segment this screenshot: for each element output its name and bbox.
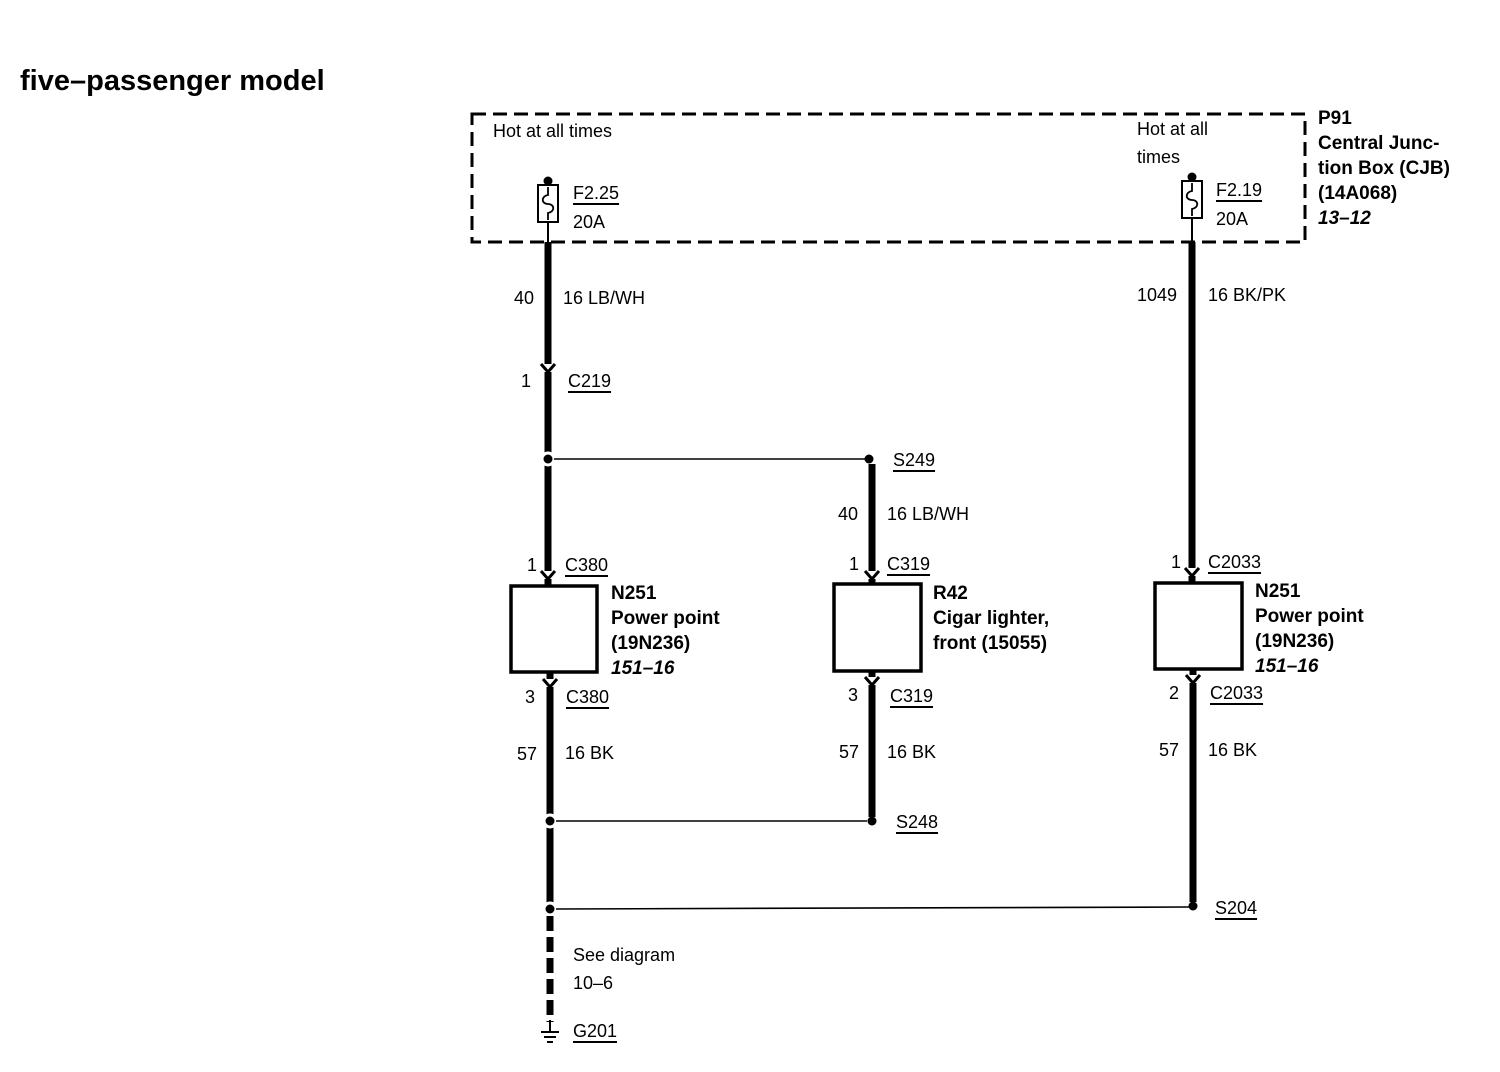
splice-s204-jumper — [555, 906, 1190, 910]
wire-left-feed-circuit: 40 — [514, 288, 535, 308]
component-id: N251 — [611, 583, 657, 604]
page-title: five–passenger model — [20, 65, 325, 97]
wire-right-feed-gauge-color: 16 BK/PK — [1208, 285, 1287, 305]
component-name-line1: Power point — [1255, 606, 1364, 627]
fuse-f2-25-label: F2.25 — [573, 183, 620, 203]
connector-c319-top-symbol — [863, 570, 881, 582]
connector-c319-top-pin: 1 — [849, 554, 860, 574]
hot-at-all-times-right-label-line1: Hot at all — [1137, 119, 1209, 139]
cigar-lighter-label: R42 Cigar lighter, front (15055) — [933, 581, 1049, 656]
fuse-f2-19-element-icon — [1185, 183, 1199, 216]
component-page-ref: 151–16 — [1255, 656, 1319, 677]
component-name-line2: (19N236) — [1255, 631, 1335, 652]
connector-c319-bottom-label: C319 — [890, 686, 934, 706]
splice-s248-label: S248 — [896, 812, 939, 832]
wire-left-feed-gauge-color: 16 LB/WH — [563, 288, 646, 308]
junction-box-name-line2: tion Box (CJB) — [1318, 158, 1450, 179]
cigar-lighter-box — [832, 582, 923, 673]
connector-c2033-top-label: C2033 — [1208, 552, 1262, 572]
connector-c319-bottom-pin: 3 — [848, 685, 859, 705]
ground-g201-label: G201 — [573, 1021, 618, 1041]
connector-c319-bottom-symbol — [863, 676, 881, 688]
connector-c2033-bottom-symbol — [1184, 674, 1202, 686]
junction-box-page-ref: 13–12 — [1318, 208, 1371, 229]
fuse-f2-25-terminal-dot — [543, 176, 553, 186]
connector-c2033-bottom-pin: 2 — [1169, 683, 1180, 703]
power-point-right-box — [1153, 581, 1244, 671]
splice-s249-dot-right — [864, 454, 874, 464]
connector-c219-pin: 1 — [521, 371, 532, 391]
fuse-f2-19-rating: 20A — [1216, 209, 1249, 229]
connector-c2033-bottom-label: C2033 — [1210, 683, 1264, 703]
connector-c380-top-pin: 1 — [527, 555, 538, 575]
power-point-left-box — [509, 584, 599, 674]
connector-c2033-top-pin: 1 — [1171, 552, 1182, 572]
see-diagram-note-line2: 10–6 — [573, 973, 614, 993]
splice-s249-dot-left — [543, 454, 553, 464]
junction-box-outline — [470, 112, 1307, 244]
component-name-line2: front (15055) — [933, 633, 1048, 654]
splice-s248-dot-right — [867, 816, 877, 826]
component-id: R42 — [933, 583, 968, 604]
component-id: N251 — [1255, 581, 1301, 602]
connector-c319-top-label: C319 — [887, 554, 931, 574]
wire-middle-ground-gauge-color: 16 BK — [887, 742, 937, 762]
connector-c2033-top-symbol — [1183, 567, 1201, 579]
junction-box-id: P91 — [1318, 108, 1352, 129]
fuse-f2-19-terminal-dot — [1187, 172, 1197, 182]
fuse-f2-25-rating: 20A — [573, 212, 606, 232]
splice-s248-dot-left — [545, 816, 555, 826]
component-name-line1: Power point — [611, 608, 720, 629]
component-name-line1: Cigar lighter, — [933, 608, 1050, 629]
component-page-ref: 151–16 — [611, 658, 675, 679]
connector-c380-bottom-label: C380 — [566, 687, 610, 707]
connector-c380-bottom-pin: 3 — [525, 687, 536, 707]
connector-c380-top-symbol — [539, 570, 557, 582]
hot-at-all-times-right-label-line2: times — [1137, 147, 1181, 167]
hot-at-all-times-left-label: Hot at all times — [493, 121, 613, 141]
fuse-f2-19-label: F2.19 — [1216, 180, 1263, 200]
splice-s204-dot-left — [545, 904, 555, 914]
connector-c380-top-label: C380 — [565, 555, 609, 575]
connector-c219-label: C219 — [568, 371, 612, 391]
wire-middle-feed-circuit: 40 — [838, 504, 859, 524]
wire-middle-feed-gauge-color: 16 LB/WH — [887, 504, 970, 524]
junction-box-part-number: (14A068) — [1318, 183, 1398, 204]
wire-middle-ground-circuit: 57 — [839, 742, 860, 762]
junction-box-label: P91 Central Junc- tion Box (CJB) (14A068… — [1318, 106, 1450, 231]
wire-right-ground-gauge-color: 16 BK — [1208, 740, 1258, 760]
splice-s249-label: S249 — [893, 450, 936, 470]
fuse-f2-25-element-icon — [541, 187, 555, 220]
wire-left-ground-circuit: 57 — [517, 744, 538, 764]
splice-s204-dot-right — [1188, 901, 1198, 911]
junction-box-name-line1: Central Junc- — [1318, 133, 1440, 154]
see-diagram-note-line1: See diagram — [573, 945, 676, 965]
connector-c380-bottom-symbol — [541, 678, 559, 690]
power-point-left-label: N251 Power point (19N236) 151–16 — [611, 581, 720, 681]
wire-left-ground-gauge-color: 16 BK — [565, 743, 615, 763]
connector-c219-symbol — [539, 363, 557, 375]
wire-right-ground-circuit: 57 — [1159, 740, 1180, 760]
component-name-line2: (19N236) — [611, 633, 691, 654]
wire-right-feed-circuit: 1049 — [1137, 285, 1178, 305]
power-point-right-label: N251 Power point (19N236) 151–16 — [1255, 579, 1364, 679]
splice-s204-label: S204 — [1215, 898, 1258, 918]
